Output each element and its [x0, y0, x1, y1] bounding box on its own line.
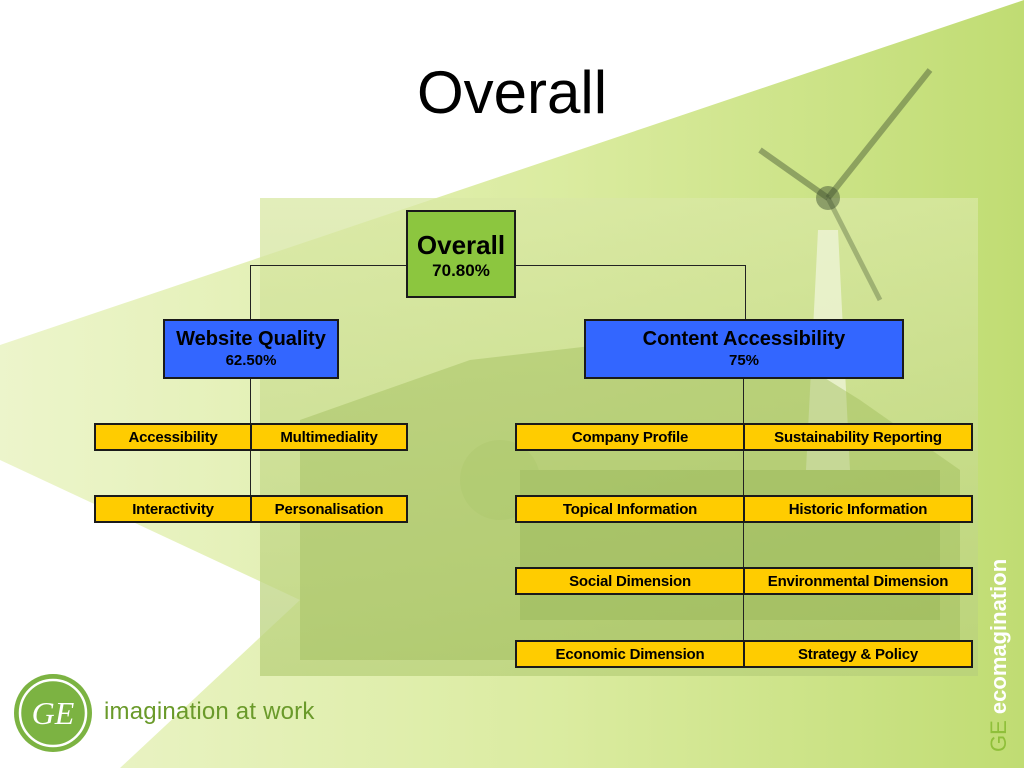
- leaf-interactivity: Interactivity: [94, 495, 252, 523]
- leaf-company-profile: Company Profile: [515, 423, 745, 451]
- root-value: 70.80%: [432, 261, 490, 280]
- slide-title: Overall: [416, 59, 608, 126]
- branch-label: Content Accessibility: [642, 328, 846, 350]
- leaf-accessibility: Accessibility: [94, 423, 252, 451]
- leaf-topical-information: Topical Information: [515, 495, 745, 523]
- branch-value: 62.50%: [225, 352, 277, 369]
- ecomagination-brand: GE ecomagination: [986, 559, 1012, 752]
- leaf-multimediality: Multimediality: [250, 423, 408, 451]
- tagline: imagination at work: [104, 698, 315, 725]
- brand-name: ecomagination: [986, 558, 1011, 715]
- branch-label: Website Quality: [176, 328, 326, 350]
- leaf-environmental-dimension: Environmental Dimension: [743, 567, 973, 595]
- leaf-economic-dimension: Economic Dimension: [515, 640, 745, 668]
- leaf-historic-information: Historic Information: [743, 495, 973, 523]
- leaf-personalisation: Personalisation: [250, 495, 408, 523]
- branch-node-content-accessibility: Content Accessibility 75%: [584, 319, 904, 379]
- leaf-sustainability-reporting: Sustainability Reporting: [743, 423, 973, 451]
- ge-logo-icon: GE: [14, 674, 92, 752]
- connector: [250, 265, 251, 321]
- root-node: Overall 70.80%: [406, 210, 516, 298]
- branch-node-website-quality: Website Quality 62.50%: [163, 319, 339, 379]
- leaf-social-dimension: Social Dimension: [515, 567, 745, 595]
- root-label: Overall: [416, 230, 506, 260]
- branch-value: 75%: [728, 352, 760, 369]
- logo-text: GE: [32, 695, 75, 731]
- brand-prefix: GE: [986, 714, 1011, 752]
- leaf-strategy-policy: Strategy & Policy: [743, 640, 973, 668]
- connector: [745, 265, 746, 321]
